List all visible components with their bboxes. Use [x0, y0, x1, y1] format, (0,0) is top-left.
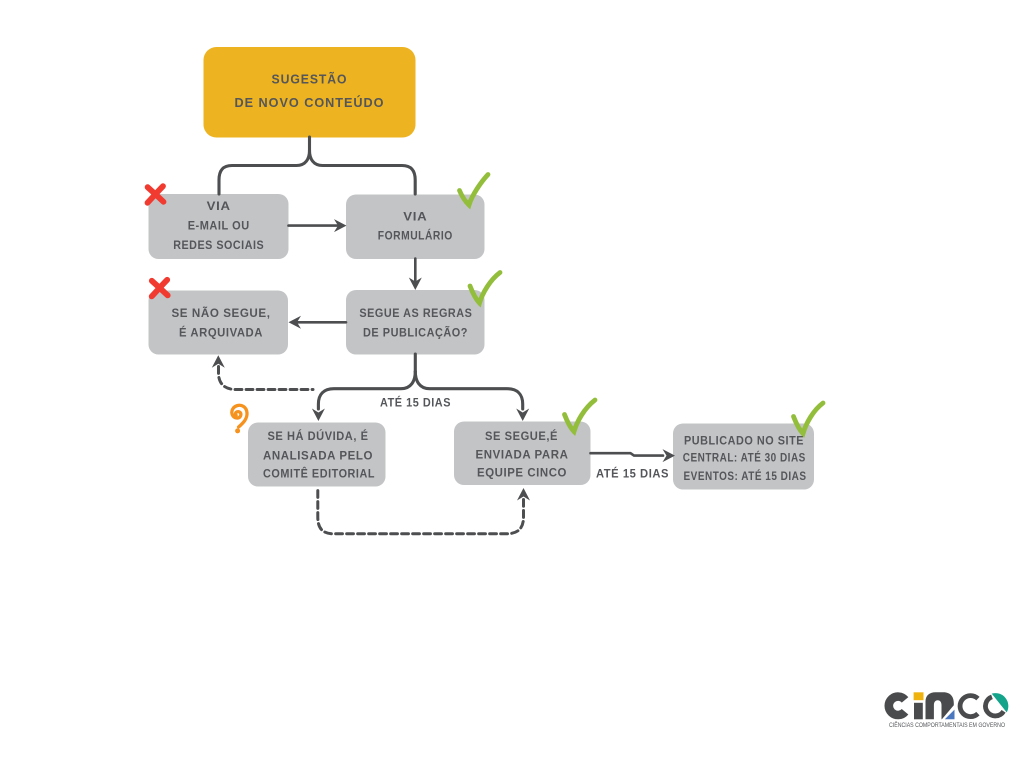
svg-text:DE PUBLICAÇÃO?: DE PUBLICAÇÃO? — [363, 325, 468, 340]
svg-text:EVENTOS: ATÉ 15 DIAS: EVENTOS: ATÉ 15 DIAS — [684, 468, 807, 483]
svg-text:ENVIADA PARA: ENVIADA PARA — [476, 448, 569, 462]
svg-text:SE HÁ DÚVIDA, É: SE HÁ DÚVIDA, É — [268, 428, 369, 443]
svg-text:SE NÃO SEGUE,: SE NÃO SEGUE, — [172, 305, 271, 320]
svg-text:COMITÊ EDITORIAL: COMITÊ EDITORIAL — [263, 466, 375, 481]
svg-text:ATÉ 15 DIAS: ATÉ 15 DIAS — [596, 466, 669, 481]
svg-text:CENTRAL: ATÉ 30 DIAS: CENTRAL: ATÉ 30 DIAS — [683, 449, 806, 464]
svg-text:SEGUE AS REGRAS: SEGUE AS REGRAS — [359, 306, 472, 320]
svg-text:EQUIPE CINCO: EQUIPE CINCO — [477, 466, 567, 480]
svg-text:CIÊNCIAS COMPORTAMENTAIS EM GO: CIÊNCIAS COMPORTAMENTAIS EM GOVERNO — [889, 721, 1005, 729]
svg-text:É ARQUIVADA: É ARQUIVADA — [179, 325, 263, 340]
svg-text:ATÉ 15 DIAS: ATÉ 15 DIAS — [380, 395, 451, 410]
svg-text:REDES SOCIAIS: REDES SOCIAIS — [173, 238, 264, 252]
svg-text:ANALISADA PELO: ANALISADA PELO — [263, 449, 373, 463]
svg-text:PUBLICADO NO SITE: PUBLICADO NO SITE — [684, 434, 804, 448]
svg-text:FORMULÁRIO: FORMULÁRIO — [378, 228, 453, 243]
svg-text:SE SEGUE,É: SE SEGUE,É — [485, 428, 558, 443]
svg-text:VIA: VIA — [207, 199, 231, 213]
svg-text:SUGESTÃO: SUGESTÃO — [272, 72, 348, 87]
svg-text:E-MAIL OU: E-MAIL OU — [188, 219, 250, 233]
svg-text:DE NOVO CONTEÚDO: DE NOVO CONTEÚDO — [235, 95, 385, 110]
svg-text:VIA: VIA — [403, 210, 427, 224]
